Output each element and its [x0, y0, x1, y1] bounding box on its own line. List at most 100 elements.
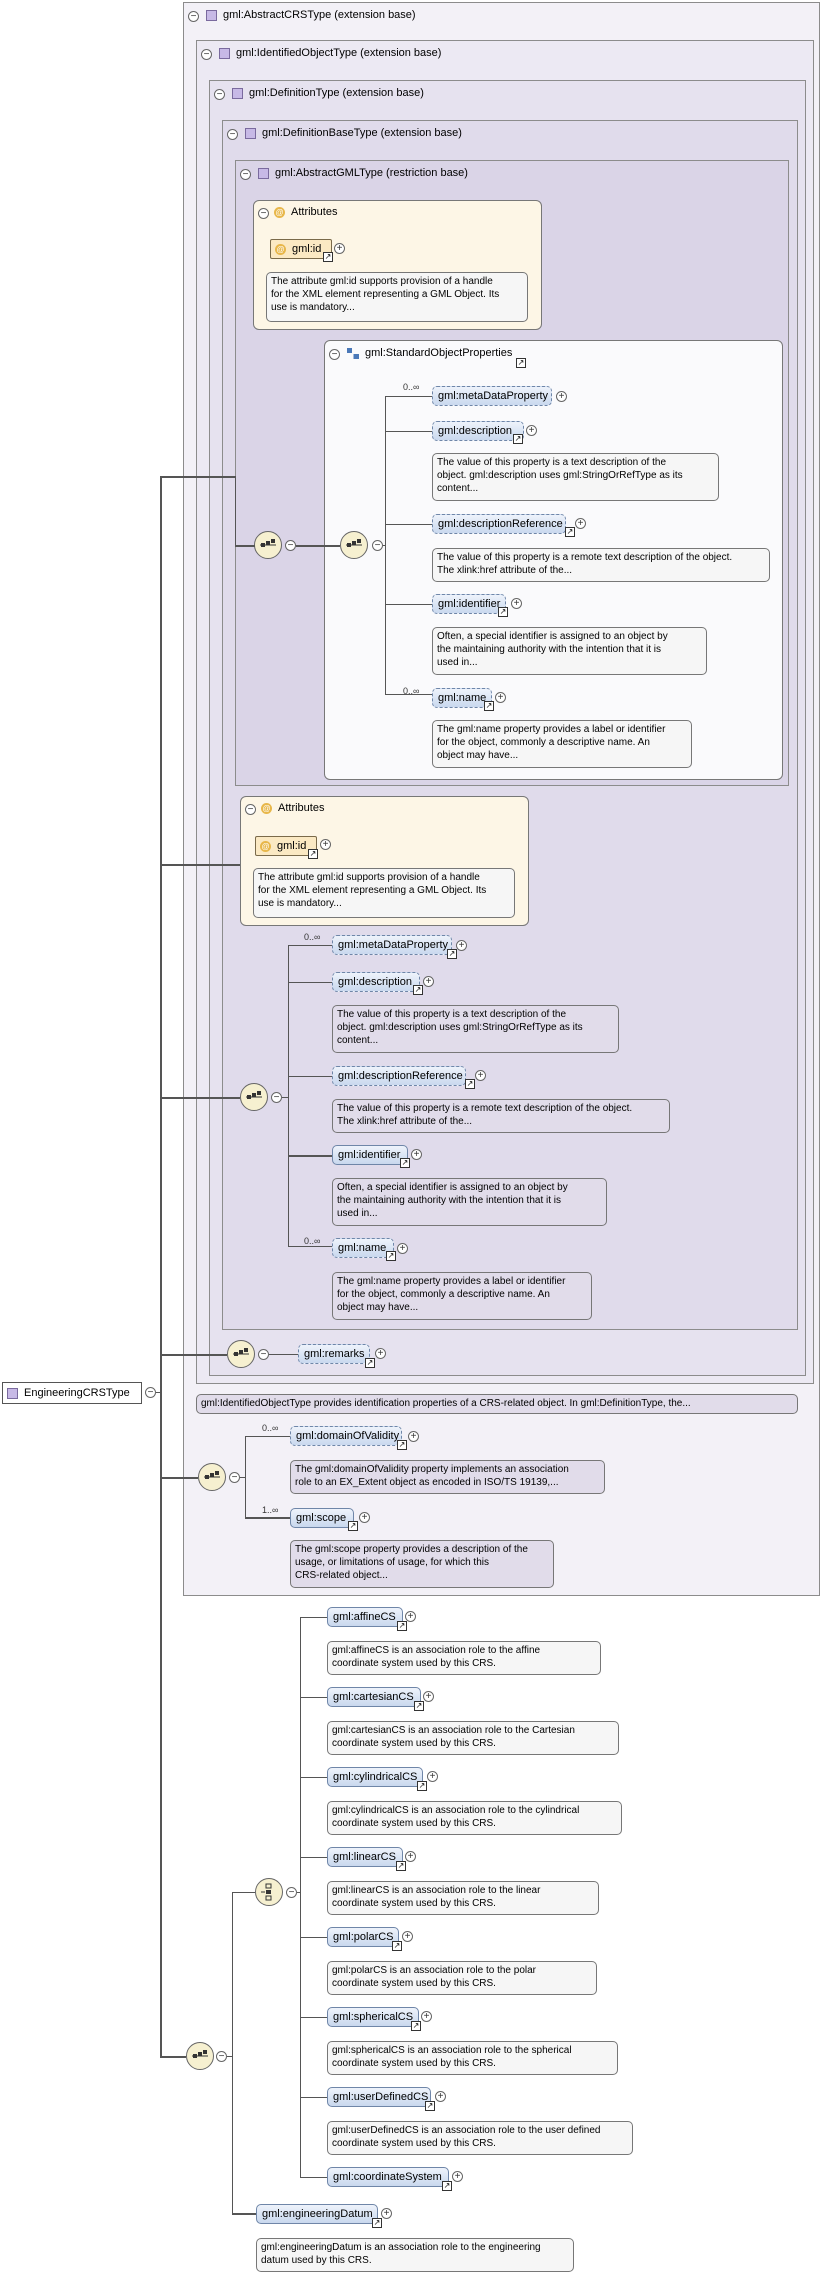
- gml-id-attribute[interactable]: @gml:id: [270, 239, 332, 259]
- element-userdefinedcs[interactable]: gml:userDefinedCS: [327, 2087, 431, 2107]
- element-identifier[interactable]: gml:identifier: [332, 1145, 408, 1165]
- link-arrow-icon[interactable]: ↗: [386, 1251, 396, 1261]
- sequence-compositor-icon[interactable]: [198, 1463, 226, 1491]
- expand-icon[interactable]: +: [452, 2171, 463, 2182]
- element-identifier[interactable]: gml:identifier: [432, 594, 506, 614]
- collapse-icon[interactable]: −: [329, 349, 340, 360]
- gml-id-attribute[interactable]: @gml:id: [255, 836, 317, 856]
- description-reference-doc: The value of this property is a remote t…: [332, 1099, 670, 1133]
- element-engineeringdatum[interactable]: gml:engineeringDatum: [256, 2204, 378, 2224]
- engineering-crs-type-root[interactable]: EngineeringCRSType: [2, 1382, 142, 1404]
- element-linearcs[interactable]: gml:linearCS: [327, 1847, 403, 1867]
- link-arrow-icon[interactable]: ↗: [513, 434, 523, 444]
- choice-compositor-icon[interactable]: [255, 1878, 283, 1906]
- sequence-compositor-icon[interactable]: [340, 531, 368, 559]
- link-arrow-icon[interactable]: ↗: [414, 1701, 424, 1711]
- link-arrow-icon[interactable]: ↗: [484, 701, 494, 711]
- collapse-icon[interactable]: −: [201, 49, 212, 60]
- attributes-header: @Attributes: [261, 800, 324, 816]
- link-arrow-icon[interactable]: ↗: [442, 2181, 452, 2191]
- element-cartesiancs[interactable]: gml:cartesianCS: [327, 1687, 421, 1707]
- collapse-icon[interactable]: −: [286, 1887, 297, 1898]
- collapse-icon[interactable]: −: [258, 208, 269, 219]
- link-arrow-icon[interactable]: ↗: [425, 2101, 435, 2111]
- element-name[interactable]: gml:name: [332, 1238, 394, 1258]
- element-coordinatesystem[interactable]: gml:coordinateSystem: [327, 2167, 449, 2187]
- collapse-icon[interactable]: −: [240, 169, 251, 180]
- link-arrow-icon[interactable]: ↗: [498, 607, 508, 617]
- element-name[interactable]: gml:name: [432, 688, 492, 708]
- expand-icon[interactable]: +: [397, 1243, 408, 1254]
- element-cylindricalcs[interactable]: gml:cylindricalCS: [327, 1767, 423, 1787]
- collapse-icon[interactable]: −: [271, 1092, 282, 1103]
- link-arrow-icon[interactable]: ↗: [308, 849, 318, 859]
- link-arrow-icon[interactable]: ↗: [516, 358, 526, 368]
- collapse-icon[interactable]: −: [216, 2051, 227, 2062]
- collapse-icon[interactable]: −: [285, 540, 296, 551]
- element-polarcs[interactable]: gml:polarCS: [327, 1927, 399, 1947]
- collapse-icon[interactable]: −: [229, 1472, 240, 1483]
- collapse-icon[interactable]: −: [245, 804, 256, 815]
- expand-icon[interactable]: +: [402, 1931, 413, 1942]
- link-arrow-icon[interactable]: ↗: [392, 1941, 402, 1951]
- element-description[interactable]: gml:description: [332, 972, 420, 992]
- link-arrow-icon[interactable]: ↗: [465, 1079, 475, 1089]
- expand-icon[interactable]: +: [411, 1149, 422, 1160]
- collapse-icon[interactable]: −: [372, 540, 383, 551]
- expand-icon[interactable]: +: [423, 1691, 434, 1702]
- collapse-icon[interactable]: −: [227, 129, 238, 140]
- expand-icon[interactable]: +: [421, 2011, 432, 2022]
- expand-icon[interactable]: +: [423, 976, 434, 987]
- expand-icon[interactable]: +: [575, 518, 586, 529]
- collapse-icon[interactable]: −: [145, 1387, 156, 1398]
- expand-icon[interactable]: +: [405, 1851, 416, 1862]
- sequence-compositor-icon[interactable]: [186, 2042, 214, 2070]
- link-arrow-icon[interactable]: ↗: [348, 1521, 358, 1531]
- collapse-icon[interactable]: −: [258, 1349, 269, 1360]
- sequence-compositor-icon[interactable]: [227, 1340, 255, 1368]
- link-arrow-icon[interactable]: ↗: [447, 949, 457, 959]
- expand-icon[interactable]: +: [427, 1771, 438, 1782]
- element-scope[interactable]: gml:scope: [290, 1508, 354, 1528]
- element-descriptionreference[interactable]: gml:descriptionReference: [332, 1066, 466, 1086]
- element-descriptionreference[interactable]: gml:descriptionReference: [432, 514, 566, 534]
- expand-icon[interactable]: +: [475, 1070, 486, 1081]
- link-arrow-icon[interactable]: ↗: [411, 2021, 421, 2031]
- link-arrow-icon[interactable]: ↗: [565, 527, 575, 537]
- element-metadataproperty[interactable]: gml:metaDataProperty: [432, 386, 552, 406]
- link-arrow-icon[interactable]: ↗: [397, 1621, 407, 1631]
- complex-type-icon: [206, 9, 217, 21]
- collapse-icon[interactable]: −: [214, 89, 225, 100]
- element-affinecs[interactable]: gml:affineCS: [327, 1607, 403, 1627]
- link-arrow-icon[interactable]: ↗: [413, 985, 423, 995]
- expand-icon[interactable]: +: [408, 1431, 419, 1442]
- expand-icon[interactable]: +: [359, 1512, 370, 1523]
- element-domainofvalidity[interactable]: gml:domainOfValidity: [290, 1426, 402, 1446]
- element-sphericalcs[interactable]: gml:sphericalCS: [327, 2007, 419, 2027]
- expand-icon[interactable]: +: [456, 940, 467, 951]
- sequence-compositor-icon[interactable]: [240, 1083, 268, 1111]
- link-arrow-icon[interactable]: ↗: [400, 1158, 410, 1168]
- element-remarks[interactable]: gml:remarks: [298, 1344, 370, 1364]
- expand-icon[interactable]: +: [375, 1348, 386, 1359]
- expand-icon[interactable]: +: [381, 2208, 392, 2219]
- collapse-icon[interactable]: −: [188, 11, 199, 22]
- expand-icon[interactable]: +: [405, 1611, 416, 1622]
- expand-icon[interactable]: +: [495, 692, 506, 703]
- expand-icon[interactable]: +: [526, 425, 537, 436]
- sequence-compositor-icon[interactable]: [254, 531, 282, 559]
- link-arrow-icon[interactable]: ↗: [365, 1358, 375, 1368]
- link-arrow-icon[interactable]: ↗: [417, 1781, 427, 1791]
- expand-icon[interactable]: +: [435, 2091, 446, 2102]
- link-arrow-icon[interactable]: ↗: [396, 1861, 406, 1871]
- complex-type-icon: [232, 87, 243, 99]
- expand-icon[interactable]: +: [556, 391, 567, 402]
- expand-icon[interactable]: +: [511, 598, 522, 609]
- link-arrow-icon[interactable]: ↗: [372, 2218, 382, 2228]
- expand-icon[interactable]: +: [334, 243, 345, 254]
- link-arrow-icon[interactable]: ↗: [323, 252, 333, 262]
- element-description[interactable]: gml:description: [432, 421, 524, 441]
- element-metadataproperty[interactable]: gml:metaDataProperty: [332, 935, 452, 955]
- expand-icon[interactable]: +: [320, 839, 331, 850]
- link-arrow-icon[interactable]: ↗: [397, 1440, 407, 1450]
